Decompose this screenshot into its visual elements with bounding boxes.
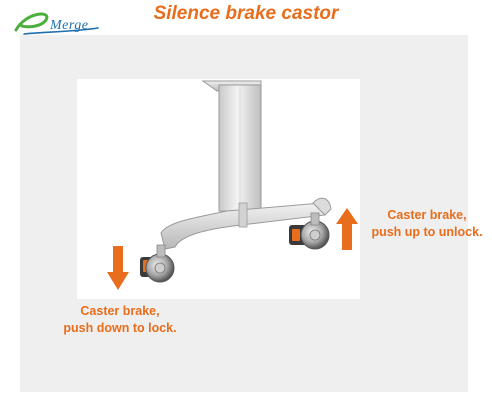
right-caster <box>289 212 330 250</box>
lock-instruction-line1: Caster brake, <box>80 304 160 318</box>
product-image <box>77 79 360 299</box>
unlock-instruction: Caster brake, push up to unlock. <box>362 207 492 241</box>
lock-instruction: Caster brake, push down to lock. <box>50 303 190 337</box>
logo-text: Merge <box>50 18 89 33</box>
brand-logo: Merge <box>12 8 104 38</box>
lock-instruction-line2: push down to lock. <box>63 321 177 335</box>
desk-leg-illustration <box>140 80 332 283</box>
unlock-instruction-line2: push up to unlock. <box>371 225 483 239</box>
page-title: Silence brake castor <box>153 3 339 24</box>
unlock-instruction-line1: Caster brake, <box>387 208 467 222</box>
logo-swoosh-icon <box>14 12 99 35</box>
arrow-up-icon <box>336 208 358 250</box>
arrow-down-icon <box>107 246 129 290</box>
left-caster <box>140 244 175 283</box>
